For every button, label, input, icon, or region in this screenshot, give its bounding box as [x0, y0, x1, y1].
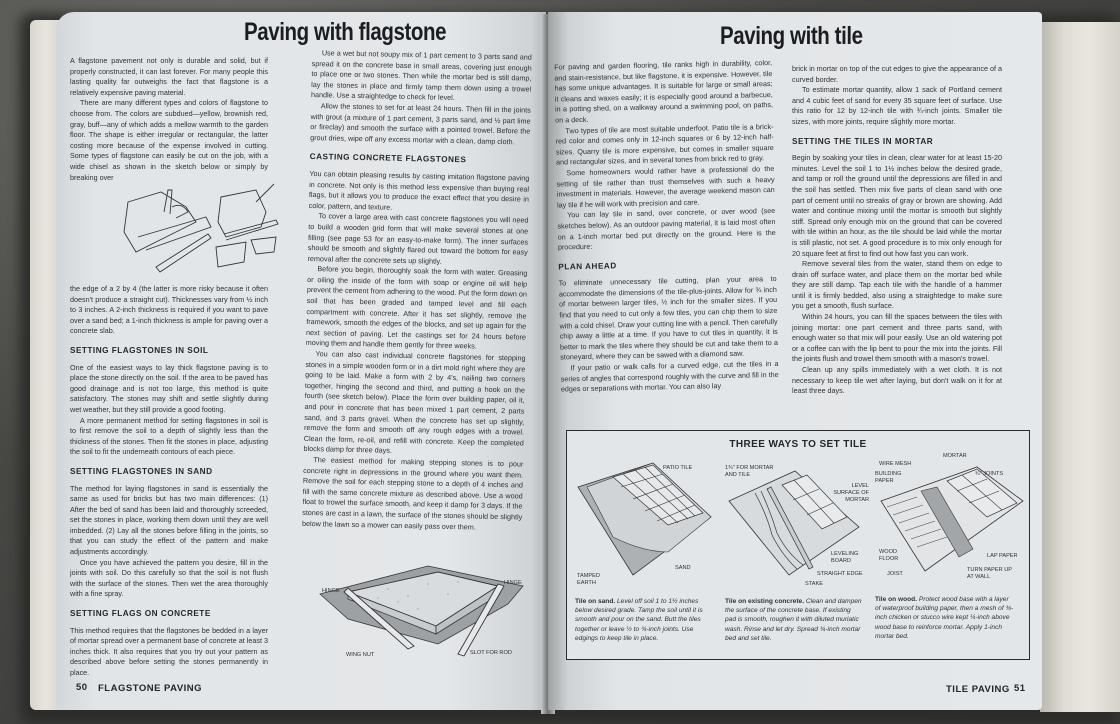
caption-lead: Tile on sand.: [575, 598, 616, 605]
running-footer: FLAGSTONE PAVING: [98, 683, 203, 694]
tile-on-wood-diagram: [880, 466, 1024, 572]
paragraph: A more permanent method for setting flag…: [70, 415, 268, 457]
caption-lead: Tile on wood.: [875, 596, 918, 603]
figure-title: THREE WAYS TO SET TILE: [729, 439, 867, 450]
section-heading: SETTING FLAGS ON CONCRETE: [70, 609, 211, 619]
right-column-1: For paving and garden flooring, tile ran…: [554, 58, 779, 395]
paragraph: Within 24 hours, you can fill the spaces…: [792, 312, 1002, 364]
paragraph: You can lay tile in sand, over concrete,…: [557, 206, 776, 252]
caption-tile-on-sand: Tile on sand. Level off soil 1 to 1½ inc…: [575, 597, 713, 643]
caption-tile-on-concrete: Tile on existing concrete. Clean and dam…: [725, 597, 863, 643]
left-page: Paving with flagstone A flagstone paveme…: [56, 12, 546, 710]
paragraph: Two types of tile are most suitable unde…: [555, 121, 774, 167]
paragraph: One of the easiest ways to lay thick fla…: [70, 362, 268, 414]
tile-on-concrete-diagram: [728, 470, 860, 576]
page-title: Paving with flagstone: [244, 18, 447, 46]
running-footer: TILE PAVING: [946, 684, 1010, 695]
caption-text: Protect wood base with a layer of waterp…: [875, 596, 1014, 640]
chisel-sketch-figure: [123, 183, 279, 273]
paragraph: A flagstone pavement not only is durable…: [70, 56, 268, 97]
figure-label: LAP PAPER: [987, 553, 1018, 559]
section-heading: SETTING FLAGSTONES IN SAND: [70, 466, 213, 476]
paragraph: brick in mortar on top of the cut edges …: [792, 64, 1002, 84]
figure-label: LEVEL SURFACE OF MORTAR: [833, 483, 869, 503]
figure-label: SAND: [675, 565, 691, 571]
book-right-edge: [1040, 22, 1120, 712]
figure-label: WIRE MESH: [879, 461, 912, 467]
page-number: 50: [76, 682, 88, 693]
caption-tile-on-wood: Tile on wood. Protect wood base with a l…: [875, 595, 1015, 641]
figure-label: STRAIGHT EDGE: [817, 571, 863, 577]
left-column-1: A flagstone pavement not only is durable…: [70, 56, 268, 183]
paragraph: The easiest method for making stepping s…: [301, 455, 524, 532]
figure-label: WOOD FLOOR: [879, 549, 899, 562]
caption-text: Clean and dampen the surface of the conc…: [725, 598, 862, 642]
caption-text: Level off soil 1 to 1½ inches below desi…: [575, 598, 703, 642]
figure-label: PATIO TILE: [663, 465, 693, 471]
tile-on-sand-diagram: [577, 462, 712, 576]
left-column-2: Use a wet but not soupy mix of 1 part ce…: [302, 48, 532, 534]
figure-label: TURN PAPER UP AT WALL: [967, 567, 1012, 580]
paragraph: Once you have achieved the pattern you d…: [70, 557, 268, 599]
figure-label: STAKE: [805, 581, 823, 587]
figure-label: LEVELING BOARD: [831, 551, 859, 564]
figure-label: 1¾" FOR MORTAR AND TILE: [725, 465, 774, 478]
figure-label: WING NUT: [346, 652, 375, 658]
figure-label: HINGE: [504, 580, 522, 586]
paragraph: To eliminate unnecessary tile cutting, p…: [558, 274, 779, 362]
paragraph: Use a wet but not soupy mix of 1 part ce…: [310, 48, 532, 103]
figure-label: HINGE: [322, 588, 340, 594]
section-heading: SETTING FLAGSTONES IN SOIL: [70, 345, 209, 355]
paragraph: If your patio or walk calls for a curved…: [560, 358, 779, 394]
figure-label: BUILDING PAPER: [875, 471, 902, 484]
paragraph: Begin by soaking your tiles in clean, cl…: [792, 153, 1002, 258]
figure-label: TAMPED EARTH: [577, 573, 600, 586]
right-column-2: brick in mortar on top of the cut edges …: [792, 64, 1002, 397]
section-heading: PLAN AHEAD: [558, 260, 617, 272]
caption-lead: Tile on existing concrete.: [725, 598, 805, 605]
paragraph: There are many different types and color…: [70, 98, 268, 182]
hinged-form-sketch-figure: [319, 565, 524, 657]
paragraph: Some homeowners would rather have a prof…: [556, 163, 775, 210]
paragraph: To estimate mortar quantity, allow 1 sac…: [792, 85, 1002, 126]
figure-label: JOIST: [887, 571, 903, 577]
paragraph: Allow the stones to set for at least 24 …: [310, 101, 531, 147]
paragraph: This method requires that the flagstones…: [70, 625, 268, 677]
page-number: 51: [1014, 683, 1026, 694]
left-column-1-continued: the edge of a 2 by 4 (the latter is more…: [70, 284, 268, 679]
paragraph: Clean up any spills immediately with a w…: [792, 365, 1002, 396]
paragraph: For paving and garden flooring, tile ran…: [554, 58, 774, 125]
paragraph: The method for laying flagstones in sand…: [70, 483, 268, 557]
paragraph: You can also cast individual concrete fl…: [303, 349, 526, 456]
figure-label: SLOT FOR ROD: [470, 650, 512, 656]
three-ways-to-set-tile-figure: THREE WAYS TO SET TILE PATIO TILE SAND T…: [566, 430, 1030, 660]
figure-label: MORTAR: [943, 453, 967, 459]
paragraph: the edge of a 2 by 4 (the latter is more…: [70, 284, 268, 336]
section-heading: SETTING THE TILES IN MORTAR: [792, 136, 934, 146]
paragraph: Remove several tiles from the water, sta…: [792, 259, 1002, 311]
paragraph: You can obtain pleasing results by casti…: [308, 168, 530, 212]
figure-label: ¾" JOINTS: [975, 471, 1004, 477]
page-title: Paving with tile: [720, 22, 863, 50]
paragraph: To cover a large area with cast concrete…: [307, 211, 529, 266]
section-heading: CASTING CONCRETE FLAGSTONES: [309, 152, 467, 165]
paragraph: Before you begin, thoroughly soak the fo…: [305, 264, 528, 351]
